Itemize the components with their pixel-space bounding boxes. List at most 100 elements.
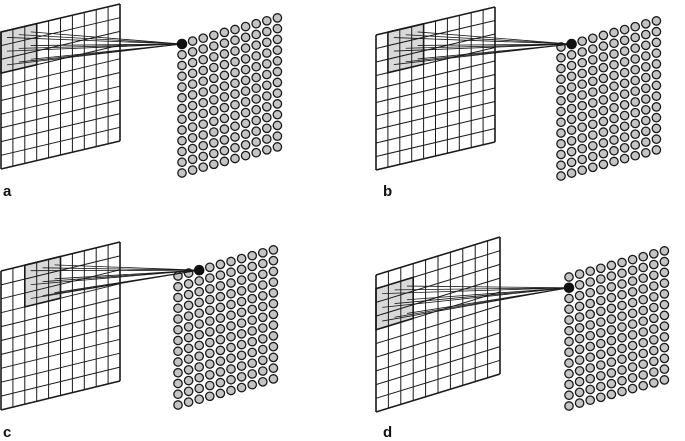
neuron <box>630 97 641 107</box>
neuron <box>648 281 659 291</box>
neuron <box>651 26 662 37</box>
neuron <box>272 77 283 88</box>
neuron <box>187 133 198 143</box>
neuron <box>261 134 272 144</box>
neuron <box>272 88 283 99</box>
neuron <box>194 276 205 286</box>
neuron <box>585 341 596 352</box>
neuron <box>177 71 187 82</box>
neuron <box>219 156 230 167</box>
neuron <box>609 113 619 124</box>
neuron <box>173 357 183 367</box>
neuron <box>598 116 609 127</box>
neuron <box>627 351 638 362</box>
neuron <box>183 311 194 321</box>
neuron <box>617 268 627 279</box>
neuron <box>177 103 187 114</box>
neuron <box>556 52 566 63</box>
neuron <box>219 81 230 92</box>
neuron <box>226 278 236 288</box>
neuron <box>577 36 588 47</box>
neuron <box>208 30 219 41</box>
grid-line-horizontal <box>375 263 501 303</box>
panel-label-d: d <box>383 424 392 441</box>
neuron <box>257 258 268 269</box>
neuron <box>204 262 215 273</box>
grid-line-horizontal <box>0 17 121 47</box>
neuron <box>564 368 574 379</box>
neuron <box>577 133 588 143</box>
neuron <box>194 383 205 394</box>
neuron <box>630 32 641 43</box>
neuron <box>556 128 566 138</box>
neuron <box>251 51 262 61</box>
neuron <box>564 315 574 325</box>
neuron <box>247 336 258 347</box>
neuron <box>598 62 609 73</box>
neuron <box>251 147 262 158</box>
neuron <box>240 53 251 64</box>
connection-line <box>54 269 200 294</box>
neuron <box>606 357 617 367</box>
connection-line <box>417 43 572 46</box>
neuron <box>219 38 230 49</box>
neuron <box>219 49 230 59</box>
neuron <box>585 373 596 384</box>
neuron <box>183 354 194 364</box>
neuron <box>215 324 226 334</box>
neuron <box>659 321 670 331</box>
neuron <box>257 312 268 323</box>
neuron <box>194 286 205 297</box>
neuron <box>638 294 649 305</box>
neuron <box>268 363 279 373</box>
neuron <box>564 358 574 368</box>
neuron <box>659 342 670 353</box>
neuron <box>574 398 585 408</box>
neuron <box>659 332 670 342</box>
neuron <box>585 309 596 320</box>
neuron <box>640 104 651 115</box>
neuron <box>564 272 574 282</box>
neuron <box>257 323 268 333</box>
neuron <box>247 358 258 369</box>
neuron <box>648 324 659 334</box>
neuron <box>173 314 183 324</box>
neuron <box>173 367 183 378</box>
neuron <box>587 76 598 87</box>
neuron <box>638 273 649 284</box>
neuron <box>226 321 236 331</box>
neuron <box>194 297 205 308</box>
neuron <box>257 366 268 376</box>
neuron <box>574 344 585 355</box>
neuron <box>215 345 226 356</box>
neuron <box>566 114 577 125</box>
neuron <box>587 108 598 119</box>
neuron <box>630 75 641 86</box>
neuron <box>587 44 598 54</box>
neuron <box>268 288 279 298</box>
neuron <box>648 259 659 270</box>
connection-line <box>405 34 572 45</box>
neuron <box>648 248 659 259</box>
neuron <box>198 33 209 44</box>
neuron <box>261 48 272 58</box>
neuron <box>183 300 194 311</box>
neuron <box>198 162 209 173</box>
neuron <box>638 316 649 327</box>
neuron <box>219 145 230 156</box>
grid-line-horizontal <box>375 87 496 117</box>
neuron <box>585 384 596 395</box>
neuron <box>640 61 651 72</box>
neuron <box>251 94 262 104</box>
grid-line-horizontal <box>375 236 501 276</box>
neuron <box>606 325 617 335</box>
neuron <box>208 62 219 73</box>
neuron <box>564 401 574 411</box>
neuron <box>640 115 651 126</box>
neuron <box>619 56 630 67</box>
neuron <box>606 314 617 324</box>
neuron <box>215 259 226 270</box>
neuron <box>272 120 283 131</box>
neuron <box>230 35 240 46</box>
